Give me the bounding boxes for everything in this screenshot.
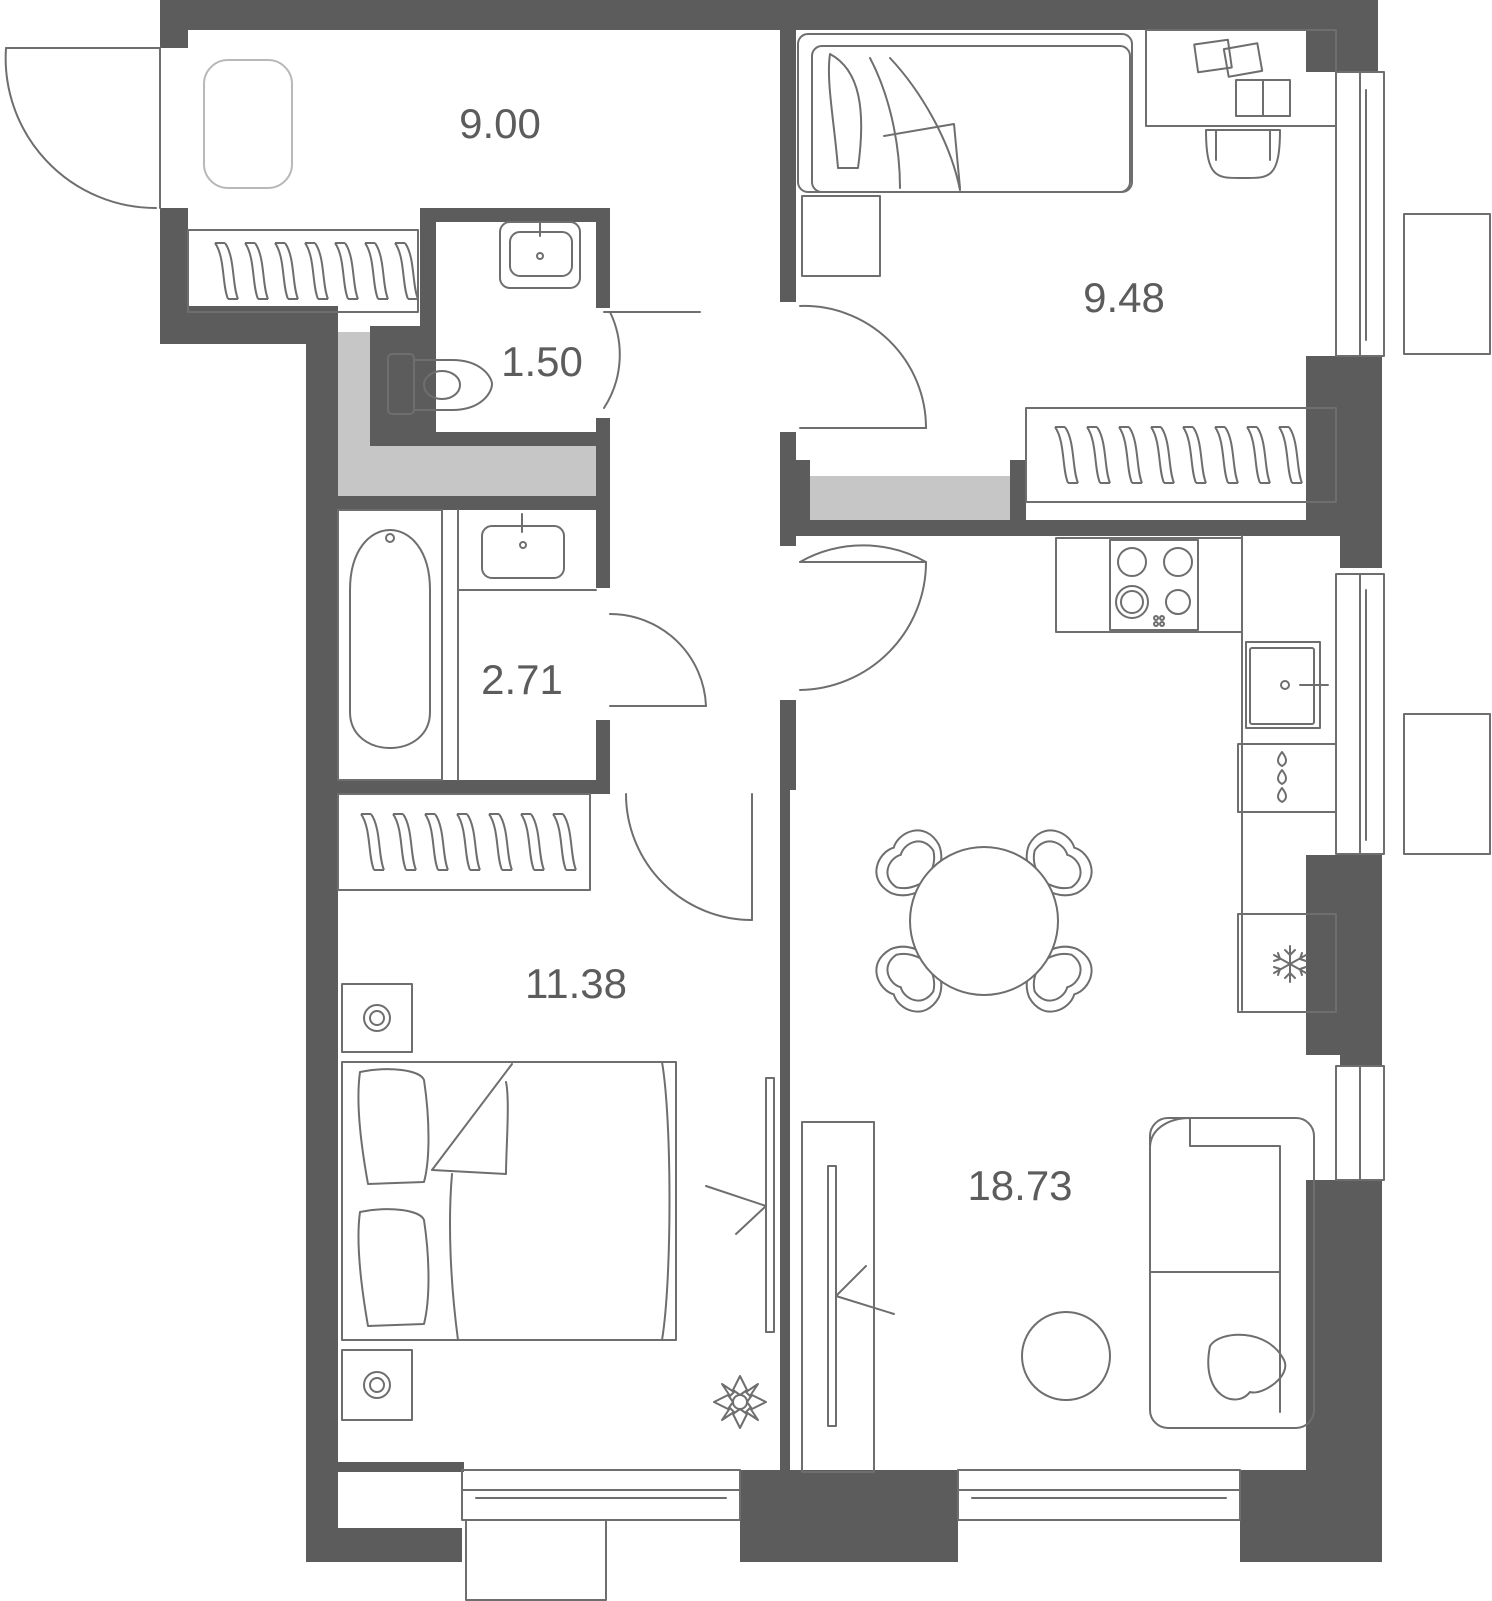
fridge: [1237, 913, 1337, 1013]
area-small-bedroom: 9.48: [1083, 274, 1165, 321]
tv-cabinet: [801, 1121, 895, 1473]
dishwasher: [1237, 743, 1337, 813]
wardrobe-main-bedroom: [337, 793, 591, 891]
bath-sink: [457, 509, 597, 781]
bathtub: [337, 509, 443, 781]
wardrobe-entrance: [187, 229, 419, 313]
window-living: [957, 1469, 1241, 1521]
window-small-bedroom: [1335, 71, 1491, 357]
nightstand-bottom: [341, 1349, 413, 1421]
window-kitchen: [1335, 573, 1491, 1181]
shaft-toilet-bottom: [338, 446, 596, 496]
toilet-bowl: [387, 353, 493, 415]
main-bedroom-door: [625, 793, 753, 921]
small-bedroom-door: [799, 304, 927, 429]
nightstand-small: [801, 195, 881, 277]
area-entrance: 9.00: [459, 100, 541, 147]
double-bed: [341, 1061, 677, 1341]
stove: [1055, 537, 1243, 633]
shaft-corridor: [810, 476, 1010, 520]
desk: [1145, 29, 1337, 180]
area-main-bedroom: 11.38: [525, 960, 627, 1007]
toilet-sink: [499, 221, 581, 289]
single-bed: [797, 33, 1133, 193]
sofa: [1149, 1117, 1315, 1429]
coffee-table: [1021, 1311, 1111, 1401]
bathroom-door: [609, 612, 707, 707]
snowflake-icon: [1273, 945, 1307, 983]
nightstand-top: [341, 983, 413, 1053]
dining-set: [865, 819, 1103, 1023]
entrance-door: [4, 47, 161, 210]
area-living-kitchen: 18.73: [967, 1162, 1072, 1209]
toilet-door: [603, 311, 701, 409]
flower-icon: [713, 1375, 767, 1429]
area-toilet: 1.50: [501, 338, 583, 385]
window-main-bedroom: [461, 1469, 741, 1601]
area-bathroom: 2.71: [481, 656, 563, 703]
tv-bedroom: [705, 1077, 775, 1333]
kitchen-sink: [1245, 641, 1329, 729]
wardrobe-small-bedroom: [1025, 407, 1337, 503]
kitchen-door: [799, 544, 927, 691]
rug: [203, 59, 293, 189]
